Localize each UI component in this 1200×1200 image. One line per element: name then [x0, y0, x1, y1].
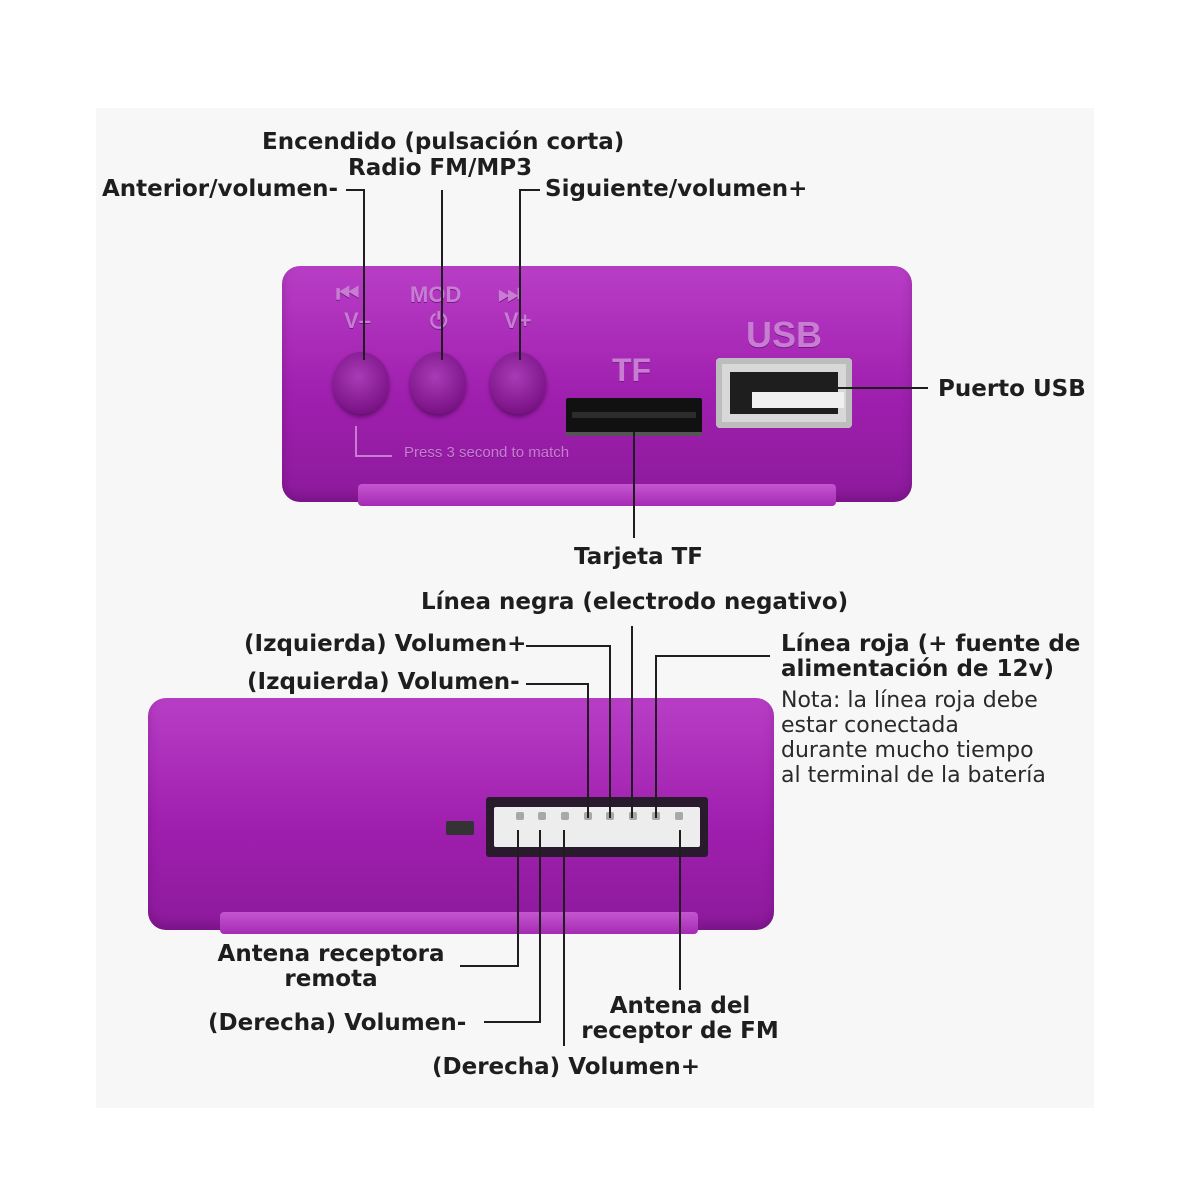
label-left-vol-minus: (Izquierda) Volumen- — [247, 669, 520, 695]
label-radio: Radio FM/MP3 — [348, 155, 533, 181]
leader-prev — [346, 189, 365, 360]
connector-pin — [538, 812, 546, 820]
connector-pin — [675, 812, 683, 820]
label-right-vol-plus: (Derecha) Volumen+ — [432, 1054, 701, 1080]
usb-embossed-text: USB — [746, 314, 823, 355]
prev-symbol: ⏮ — [336, 278, 360, 308]
note-line-4: al terminal de la batería — [781, 763, 1046, 788]
connector-pin — [561, 812, 569, 820]
mode-power-button[interactable] — [410, 352, 466, 414]
next-volume-up-button[interactable] — [490, 352, 546, 414]
label-remote-1: Antena receptora — [217, 941, 445, 967]
next-symbol: ⏭ — [498, 278, 522, 308]
label-red-line-2: alimentación de 12v) — [781, 656, 1055, 682]
next-embossed-text: V+ — [504, 308, 532, 333]
label-remote-2: remota — [284, 966, 378, 992]
tf-embossed-text: TF — [612, 352, 652, 388]
note-line-1: Nota: la línea roja debe — [781, 688, 1038, 713]
label-fm-1: Antena del — [609, 993, 751, 1019]
label-prev: Anterior/volumen- — [102, 176, 339, 202]
mod-embossed-text: MOD — [410, 282, 462, 307]
usb-port[interactable] — [716, 358, 852, 428]
label-tf: Tarjeta TF — [574, 544, 703, 570]
label-next: Siguiente/volumen+ — [545, 176, 808, 202]
label-left-vol-plus: (Izquierda) Volumen+ — [244, 631, 527, 657]
wiring-connector[interactable] — [486, 797, 708, 857]
label-usb: Puerto USB — [938, 376, 1086, 402]
label-red-line-1: Línea roja (+ fuente de — [781, 631, 1081, 657]
mod-power-icon: ⏻ — [430, 308, 448, 333]
label-black-line: Línea negra (electrodo negativo) — [421, 589, 849, 615]
leader-next — [519, 189, 540, 360]
bottom-device-lip — [220, 912, 698, 934]
prev-embossed-text: V– — [344, 308, 371, 333]
leader-left-vol-plus — [526, 645, 611, 818]
note-line-3: durante mucho tiempo — [781, 738, 1034, 763]
connector-latch — [446, 821, 474, 835]
leader-left-vol-minus — [526, 683, 589, 818]
tf-card-slot[interactable] — [566, 398, 702, 436]
prev-volume-down-button[interactable] — [333, 352, 389, 414]
leader-remote — [460, 830, 519, 967]
leader-red-line — [655, 655, 770, 818]
label-fm-2: receptor de FM — [581, 1018, 779, 1044]
top-device-lip — [358, 484, 836, 506]
press-match-bracket — [355, 426, 392, 457]
press-embossed-text: Press 3 second to match — [404, 444, 570, 461]
note-line-2: estar conectada — [781, 713, 959, 738]
connector-pin — [516, 812, 524, 820]
label-right-vol-minus: (Derecha) Volumen- — [208, 1010, 467, 1036]
leader-right-vol-minus — [484, 830, 541, 1023]
label-power: Encendido (pulsación corta) — [262, 129, 625, 155]
